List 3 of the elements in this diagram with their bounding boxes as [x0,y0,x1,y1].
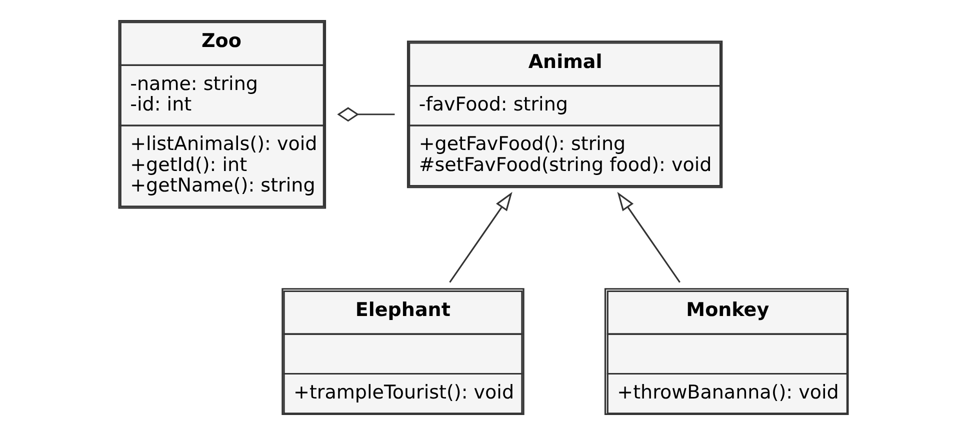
arrow [616,192,680,283]
arrow [448,192,512,283]
connector [336,107,394,122]
